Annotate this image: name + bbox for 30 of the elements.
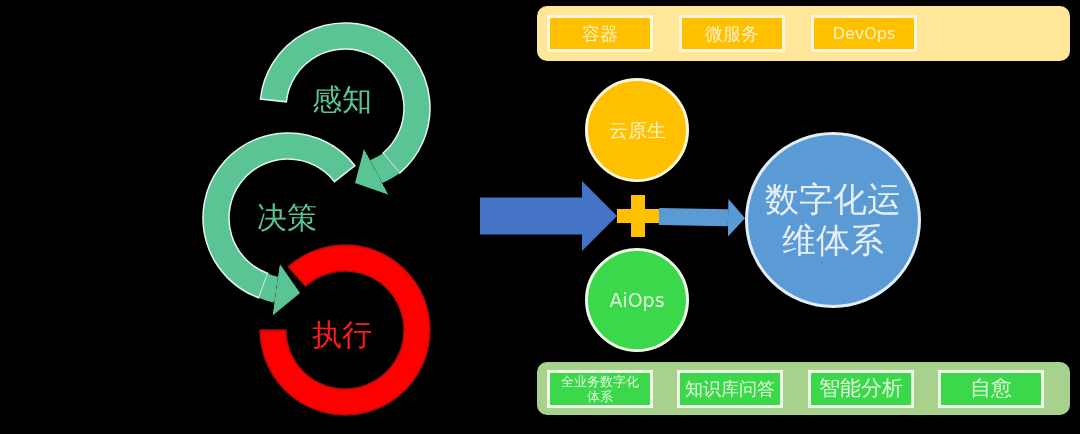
node-label: 智能分析 (819, 376, 903, 402)
node-label: 微服务 (705, 22, 759, 45)
tag-box (811, 15, 917, 52)
node-label: 知识库问答 (685, 378, 775, 400)
node-label: AiOps (609, 288, 665, 312)
node-label: 决策 (257, 203, 317, 233)
tag-box (679, 15, 785, 52)
node-label: 云原生 (608, 118, 666, 142)
block-arrow (658, 198, 745, 237)
category-panel (537, 362, 1070, 415)
node-label: DevOps (832, 23, 896, 44)
tag-box (938, 370, 1044, 408)
curved-band (202, 132, 356, 299)
curved-arrow (354, 148, 400, 195)
plus-icon (617, 195, 659, 237)
block-arrow (480, 181, 617, 251)
tag-box (808, 370, 914, 408)
node-label: 感知 (312, 85, 372, 115)
curved-arrow (258, 264, 300, 316)
tag-box (677, 370, 783, 408)
node-label: 全业务数字化体系 (560, 374, 640, 404)
tag-box (547, 370, 653, 408)
node-label: 自愈 (970, 376, 1012, 402)
curved-band (259, 22, 431, 175)
node-label: 容器 (582, 22, 618, 45)
node-label: 数字化运维体系 (764, 179, 902, 261)
tag-box (547, 15, 653, 52)
category-panel (537, 6, 1070, 61)
open-ring (259, 244, 431, 416)
node-label: 执行 (312, 320, 372, 350)
